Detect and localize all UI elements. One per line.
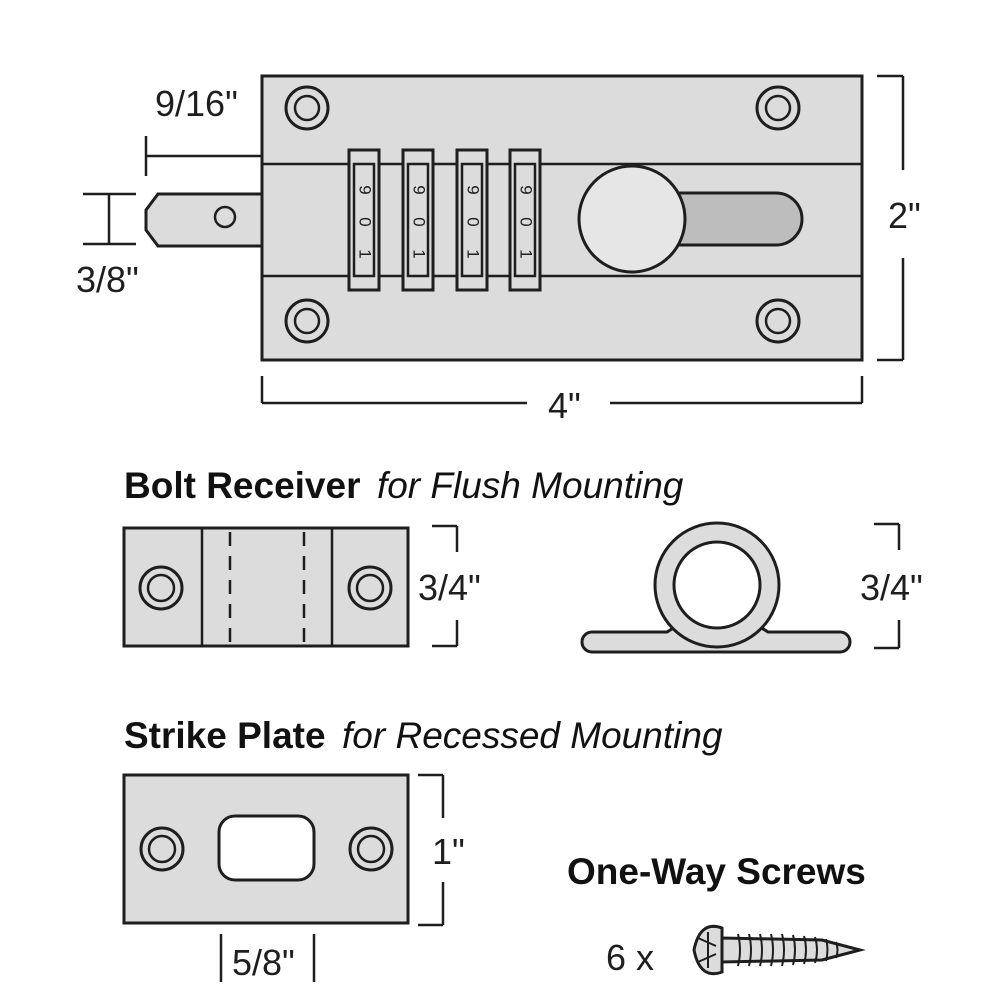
dimension-height-label: 2" (888, 195, 921, 236)
combination-dial: 9 0 1 (508, 148, 542, 292)
strike-plate-title: Strike Plate (124, 715, 326, 756)
dial-digit-mid: 0 (356, 217, 375, 226)
bolt-receiver-heading: Bolt Receiver for Flush Mounting (124, 465, 684, 506)
dimension-offset: 9/16" (144, 83, 262, 176)
receiver-hole-left (138, 565, 184, 611)
bolt-receiver-front-dimension: 3/4" (418, 524, 481, 648)
strike-plate-opening (217, 814, 316, 882)
mounting-hole-top-left (284, 85, 330, 131)
dial-digit-mid: 0 (410, 217, 429, 226)
strike-plate (122, 773, 410, 925)
strike-plate-height-dimension: 1" (418, 773, 465, 927)
strike-hole-right (348, 826, 394, 872)
dimension-offset-label: 9/16" (155, 83, 238, 124)
bolt-receiver-front (122, 526, 410, 648)
dial-digit-bottom: 1 (410, 249, 429, 258)
combination-dial: 9 0 1 (455, 148, 489, 292)
one-way-screw-icon (692, 924, 866, 976)
dimension-height: 2" (877, 74, 921, 362)
dial-digit-bottom: 1 (464, 249, 483, 258)
dimension-bolt-label: 3/8" (76, 259, 139, 300)
dial-digit-mid: 0 (464, 217, 483, 226)
bolt (144, 192, 264, 248)
mounting-hole-top-right (755, 85, 801, 131)
dimension-width-label: 4" (548, 385, 581, 426)
strike-plate-subtitle: for Recessed Mounting (342, 715, 723, 756)
mounting-hole-bottom-left (284, 298, 330, 344)
strike-plate-width-dimension: 5/8" (219, 934, 316, 983)
dial-digit-bottom: 1 (517, 249, 536, 258)
combination-dial: 9 0 1 (401, 148, 435, 292)
combination-dial: 9 0 1 (347, 148, 381, 292)
strike-plate-height-label: 1" (432, 831, 465, 872)
dimension-bolt-height: 3/8" (76, 192, 139, 300)
dial-digit-top: 9 (464, 185, 483, 194)
bolt-receiver-side-dimension: 3/4" (860, 522, 923, 650)
dial-digit-mid: 0 (517, 217, 536, 226)
dimension-width: 4" (260, 376, 864, 426)
strike-plate-width-label: 5/8" (232, 942, 295, 983)
bolt-receiver-side-dimension-label: 3/4" (860, 567, 923, 608)
screws-quantity: 6 x (606, 937, 654, 978)
dial-digit-bottom: 1 (356, 249, 375, 258)
dial-digit-top: 9 (356, 185, 375, 194)
bolt-receiver-front-dimension-label: 3/4" (418, 567, 481, 608)
bolt-receiver-title: Bolt Receiver (124, 465, 361, 506)
mounting-hole-bottom-right (755, 298, 801, 344)
receiver-bore (672, 540, 762, 630)
receiver-hole-right (347, 565, 393, 611)
bolt-receiver-subtitle: for Flush Mounting (377, 465, 684, 506)
strike-plate-heading: Strike Plate for Recessed Mounting (124, 715, 723, 756)
combination-lock-body: 9 0 1 9 0 1 9 0 1 9 0 1 (144, 74, 864, 362)
dial-digit-top: 9 (517, 185, 536, 194)
bolt-pin-hole (213, 205, 237, 229)
dial-digit-top: 9 (410, 185, 429, 194)
strike-hole-left (139, 826, 185, 872)
bolt-receiver-side (580, 521, 852, 654)
screws-title: One-Way Screws (567, 851, 866, 892)
bolt-knob (577, 164, 687, 274)
